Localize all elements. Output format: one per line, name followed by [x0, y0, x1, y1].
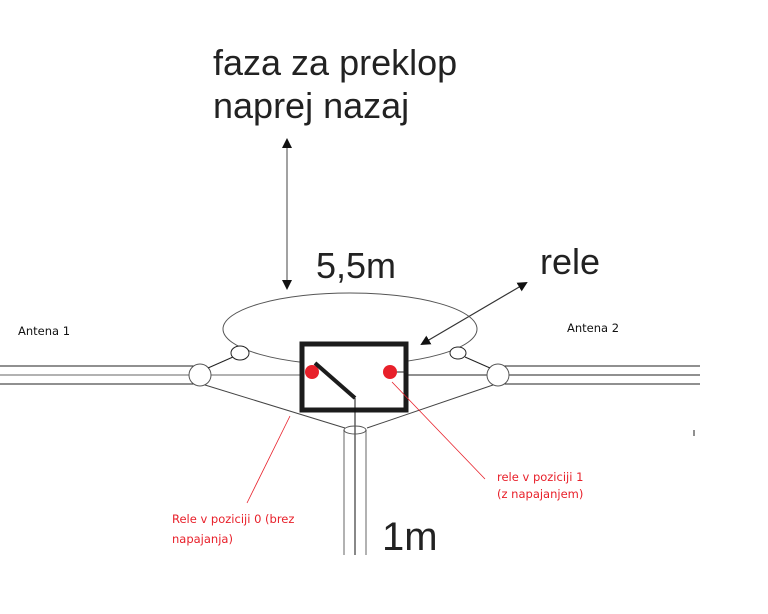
relay-double-arrow: [420, 281, 528, 346]
pos1-leader: [391, 381, 486, 480]
right-feed-line: [366, 384, 494, 429]
loop-length-label: 5,5m: [316, 245, 396, 286]
antenna-1-coax: [0, 345, 300, 387]
pos0-label-line-2: napajanja): [172, 532, 233, 546]
relay-switch-arm: [313, 361, 357, 400]
relay-contact-1: [383, 365, 397, 379]
pos1-label-line-1: rele v poziciji 1: [497, 470, 583, 484]
title-line-1: faza za preklop: [213, 42, 457, 83]
relay-label: rele: [540, 241, 600, 282]
feed-coax: [343, 398, 367, 555]
left-feed-line: [204, 384, 346, 429]
antenna-2-coax: [408, 346, 700, 387]
antenna-1-label: Antena 1: [18, 324, 70, 338]
pos1-label-line-2: (z napajanjem): [497, 487, 583, 501]
feed-length-label: 1m: [382, 515, 438, 559]
antenna-2-label: Antena 2: [567, 321, 619, 335]
pos0-leader: [246, 415, 291, 504]
relay-contact-0: [305, 365, 319, 379]
pos0-label-line-1: Rele v poziciji 0 (brez: [172, 512, 294, 526]
title-line-2: naprej nazaj: [213, 85, 409, 126]
